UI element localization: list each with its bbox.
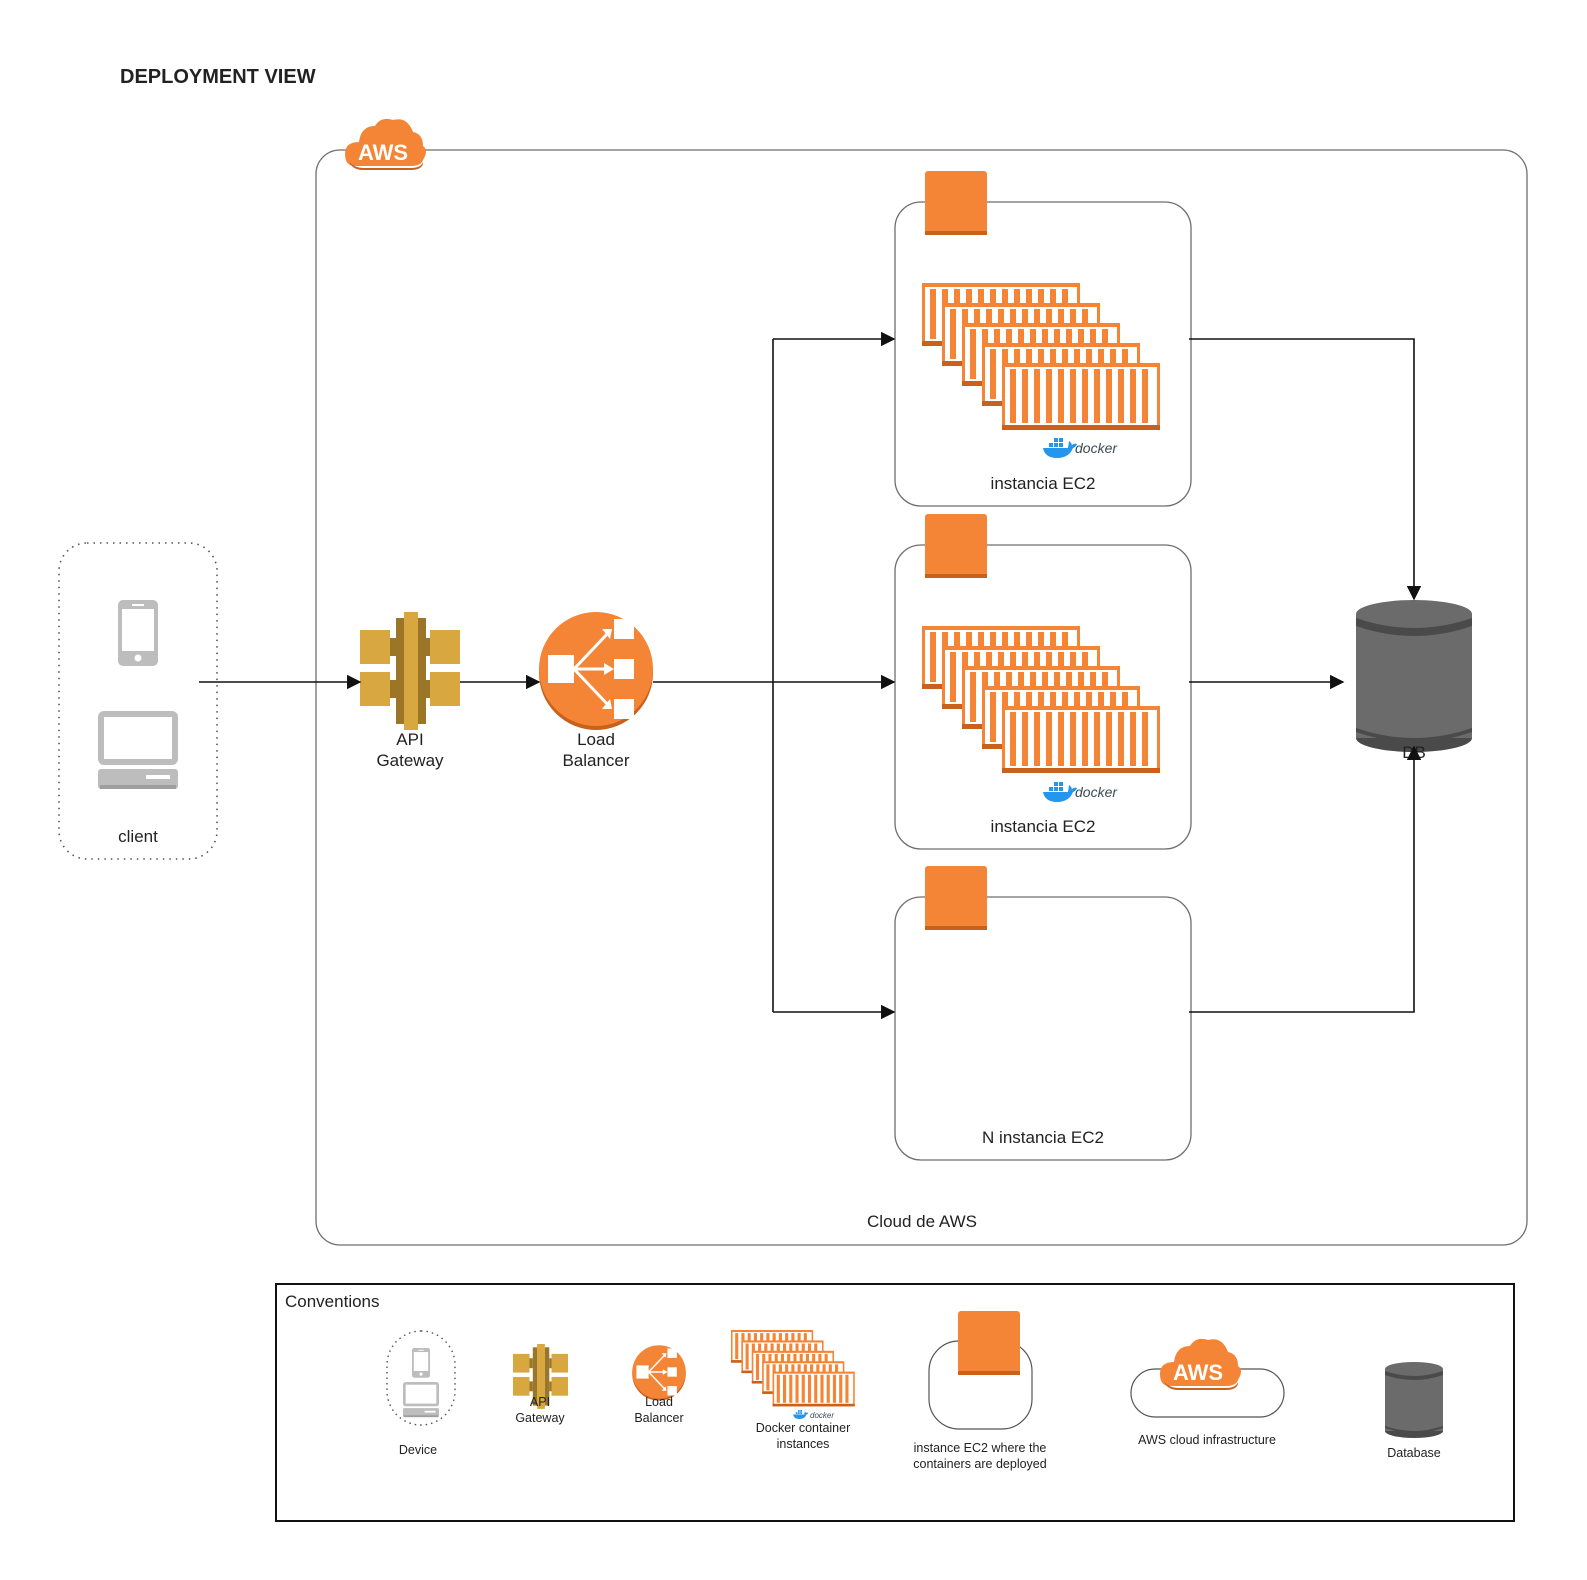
load-balancer-label-2: Balancer bbox=[562, 751, 629, 770]
docker-text: docker bbox=[1075, 440, 1118, 456]
legend-load-balancer-label-2: Balancer bbox=[634, 1411, 683, 1425]
legend-device: Device bbox=[386, 1330, 456, 1457]
database-icon bbox=[1385, 1362, 1443, 1438]
aws-cloud-label: Cloud de AWS bbox=[867, 1212, 977, 1231]
legend-api-gateway: API Gateway bbox=[513, 1344, 568, 1425]
client-label: client bbox=[118, 827, 158, 846]
legend-database: Database bbox=[1385, 1362, 1443, 1460]
legend-api-gateway-label-2: Gateway bbox=[515, 1411, 565, 1425]
ec2-instance-label: N instancia EC2 bbox=[982, 1128, 1104, 1147]
database-icon bbox=[1356, 600, 1472, 752]
aws-cloud-container: AWS Cloud de AWS bbox=[315, 118, 1528, 1246]
api-gateway: API Gateway bbox=[360, 612, 460, 770]
legend-load-balancer-label-1: Load bbox=[645, 1395, 673, 1409]
arrow-ec2-1-to-db bbox=[1189, 338, 1422, 601]
page-title: DEPLOYMENT VIEW bbox=[120, 66, 316, 88]
laptop-icon bbox=[403, 1382, 439, 1418]
arrow-ec2-n-to-db bbox=[1189, 745, 1422, 1013]
ec2-instance-label: instancia EC2 bbox=[991, 817, 1096, 836]
client-group: client bbox=[58, 542, 218, 860]
legend-load-balancer: Load Balancer bbox=[631, 1344, 687, 1425]
smartphone-icon bbox=[412, 1348, 430, 1378]
docker-text: docker bbox=[1075, 784, 1118, 800]
load-balancer: Load Balancer bbox=[537, 610, 655, 770]
smartphone-icon bbox=[118, 600, 158, 666]
connectors bbox=[199, 331, 1422, 1020]
ec2-instance-label: instancia EC2 bbox=[991, 474, 1096, 493]
ec2-instance-1: docker instancia EC2 bbox=[894, 171, 1192, 507]
legend-aws-label: AWS cloud infrastructure bbox=[1138, 1433, 1276, 1447]
api-gateway-label-1: API bbox=[396, 730, 423, 749]
conventions-title: Conventions bbox=[285, 1292, 380, 1311]
conventions-legend: Conventions Device API Gateway Load Bala… bbox=[275, 1283, 1515, 1522]
legend-ec2-label-2: containers are deployed bbox=[913, 1457, 1046, 1471]
load-balancer-icon bbox=[537, 610, 655, 732]
legend-docker-label-2: instances bbox=[777, 1437, 830, 1451]
legend-docker: docker Docker container instances bbox=[731, 1330, 855, 1451]
legend-api-gateway-label-1: API bbox=[530, 1395, 550, 1409]
aws-badge-text: AWS bbox=[358, 140, 408, 165]
load-balancer-label-1: Load bbox=[577, 730, 615, 749]
legend-aws-cloud: AWS AWS cloud infrastructure bbox=[1130, 1338, 1285, 1447]
laptop-icon bbox=[98, 711, 178, 789]
legend-docker-text: docker bbox=[810, 1411, 834, 1420]
ec2-icon bbox=[958, 1311, 1020, 1373]
load-balancer-icon bbox=[631, 1344, 687, 1402]
legend-database-label: Database bbox=[1387, 1446, 1441, 1460]
ec2-instance-2: docker instancia EC2 bbox=[894, 514, 1192, 850]
ec2-icon bbox=[925, 171, 987, 233]
legend-docker-label-1: Docker container bbox=[756, 1421, 851, 1435]
api-gateway-label-2: Gateway bbox=[376, 751, 444, 770]
legend-aws-badge-text: AWS bbox=[1173, 1360, 1223, 1385]
database: DB bbox=[1356, 600, 1472, 762]
ec2-icon bbox=[925, 514, 987, 576]
legend-ec2-label-1: instance EC2 where the bbox=[914, 1441, 1047, 1455]
ec2-icon bbox=[925, 866, 987, 928]
legend-ec2: instance EC2 where the containers are de… bbox=[913, 1311, 1047, 1471]
api-gateway-icon bbox=[360, 612, 460, 730]
legend-device-label: Device bbox=[399, 1443, 437, 1457]
ec2-instance-n: N instancia EC2 bbox=[894, 866, 1192, 1161]
